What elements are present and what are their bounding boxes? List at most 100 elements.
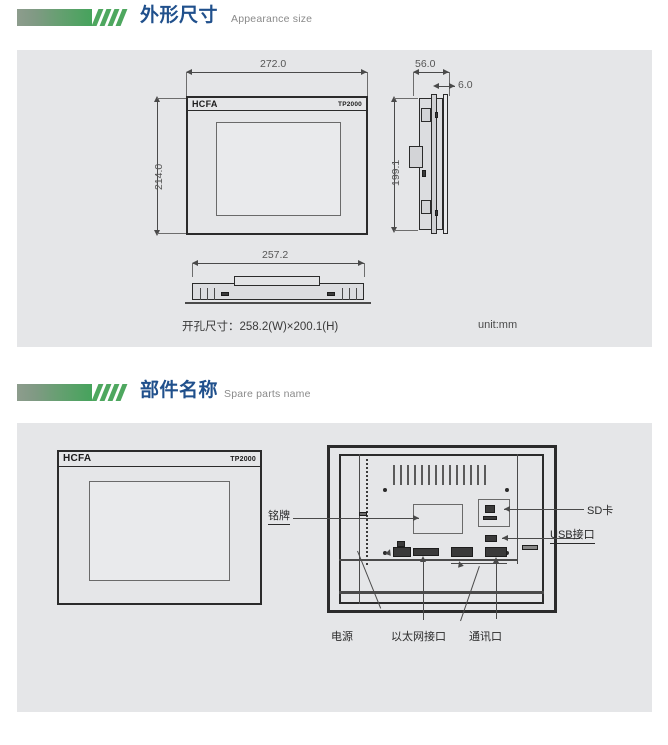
leader-arrow [413, 515, 419, 521]
bottom-view-fin [356, 288, 357, 300]
dim-arrow-right [361, 69, 367, 75]
leader-line-nameplate [293, 518, 419, 519]
leader-arrow [504, 506, 510, 512]
dim-line-front-width [186, 72, 367, 73]
section-title-en: Appearance size [231, 13, 313, 25]
dim-value-front-height: 214.0 [153, 163, 165, 190]
ext-line [192, 263, 193, 277]
screw-hole [383, 551, 387, 555]
vent-slot [470, 465, 472, 485]
vent-slot [428, 465, 430, 485]
section-title-cn: 外形尺寸 [140, 5, 219, 26]
ethernet-connector [413, 548, 439, 556]
vent-slot [407, 465, 409, 485]
rear-inner-divider [359, 454, 360, 604]
ext-line [394, 98, 418, 99]
dim-line-bezel-depth [435, 86, 455, 87]
bottom-view-fin [349, 288, 350, 300]
leader-line-comm-2 [496, 559, 497, 619]
dim-value-bottom-width: 257.2 [262, 249, 289, 261]
appearance-section-header: 外形尺寸 Appearance size [0, 0, 668, 34]
parts-drawing-panel: HCFA TP2000 [17, 423, 652, 712]
dim-line-front-height [157, 98, 158, 233]
unit-note: unit:mm [478, 319, 518, 331]
dim-arrow-left [433, 83, 439, 89]
cutout-size-note: 开孔尺寸：258.2(W)×200.1(H) [182, 321, 339, 333]
leader-line-usb [502, 538, 580, 539]
ext-line [367, 72, 368, 98]
screw-hole [505, 551, 509, 555]
section-accent-bar [17, 9, 137, 26]
side-view-clip [422, 170, 426, 177]
label-comm-port: 通讯口 [469, 631, 502, 643]
bottom-view-slot [221, 292, 229, 296]
dim-value-side-depth: 56.0 [415, 58, 436, 70]
label-power: 电源 [331, 631, 353, 643]
screw-hole [383, 488, 387, 492]
side-view-clip [435, 210, 438, 216]
ext-line [364, 263, 365, 277]
brand-label: HCFA [192, 99, 218, 109]
label-sd-card: SD卡 [587, 505, 614, 517]
brand-label: HCFA [63, 453, 92, 464]
bottom-view-fin [207, 288, 208, 300]
bottom-view-fin [342, 288, 343, 300]
section-accent-bar [17, 384, 137, 401]
comm-connector-2 [485, 547, 507, 557]
side-view-clip [435, 112, 438, 118]
dim-arrow-up [154, 96, 160, 102]
dim-arrow-left [186, 69, 192, 75]
side-view-faceplate [443, 94, 448, 234]
device-bezel-top: HCFA TP2000 [188, 98, 366, 111]
device-screen [89, 481, 230, 581]
front-view-device: HCFA TP2000 [186, 96, 368, 235]
dim-arrow-left [192, 260, 198, 266]
device-bezel-top: HCFA TP2000 [59, 452, 260, 467]
section-title-cn: 部件名称 [140, 380, 219, 401]
parts-front-view-device: HCFA TP2000 [57, 450, 262, 605]
spare-parts-section: 部件名称 Spare parts name HCFA TP2000 [0, 375, 668, 715]
label-usb-port: USB接口 [550, 526, 595, 544]
dim-line-side-height [394, 98, 395, 230]
ext-line [157, 233, 187, 234]
sd-card-slot-detail [483, 516, 497, 520]
gradient-bar-icon [17, 9, 92, 26]
rear-side-slot [522, 545, 538, 550]
model-label: TP2000 [338, 101, 362, 108]
rear-slot [359, 512, 367, 516]
vent-slot [435, 465, 437, 485]
vent-slot [421, 465, 423, 485]
dim-value-side-height: 199.1 [390, 159, 402, 186]
vent-slot [449, 465, 451, 485]
screw-hole [505, 488, 509, 492]
ext-line [413, 72, 414, 96]
appearance-size-section: 外形尺寸 Appearance size 272.0 214.0 HCFA TP… [0, 0, 668, 360]
sd-card-slot [485, 505, 495, 513]
leader-arrow [420, 556, 426, 562]
ext-line [157, 98, 187, 99]
dim-arrow-up [391, 96, 397, 102]
bottom-view-fin [200, 288, 201, 300]
dim-arrow-left [413, 69, 419, 75]
device-screen [216, 122, 341, 216]
connector-bracket [451, 563, 507, 564]
leader-line-sd-card [504, 509, 584, 510]
vent-slot [442, 465, 444, 485]
power-terminal-top [397, 541, 405, 547]
vent-slot [477, 465, 479, 485]
side-view-detail [421, 200, 431, 214]
dim-arrow-right [358, 260, 364, 266]
ext-line [394, 230, 418, 231]
gradient-bar-icon [17, 384, 92, 401]
usb-port [485, 535, 497, 542]
vent-slot [393, 465, 395, 485]
rear-dashed-edge [366, 459, 368, 567]
model-label: TP2000 [230, 456, 256, 463]
dim-line-side-depth [413, 72, 449, 73]
appearance-drawing-panel: 272.0 214.0 HCFA TP2000 56.0 6.0 [17, 50, 652, 347]
vent-slot [414, 465, 416, 485]
dim-value-bezel-depth: 6.0 [458, 79, 473, 91]
leader-arrow [493, 557, 499, 563]
vent-slot [400, 465, 402, 485]
ext-line [186, 72, 187, 98]
